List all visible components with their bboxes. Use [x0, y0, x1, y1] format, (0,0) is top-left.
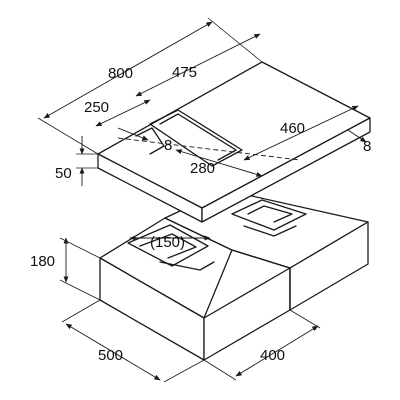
right-cabinet-cutout-slot [243, 225, 297, 237]
label-280: 280 [190, 160, 215, 177]
dim-475 [135, 33, 261, 97]
label-250: 250 [84, 99, 109, 116]
worktop [97, 61, 371, 223]
dimension-lines [37, 17, 367, 383]
right-cabinet-cutout-inner [247, 205, 293, 223]
dim-8-left [117, 127, 149, 141]
cabinet-divider [231, 249, 291, 269]
dim-460 [243, 105, 359, 161]
ext-400-right [289, 309, 321, 329]
ext-500-right [163, 359, 205, 383]
ext-800-left [37, 117, 99, 155]
label-180: 180 [30, 253, 55, 270]
ext-800-right [207, 17, 263, 63]
label-8-right: 8 [363, 138, 371, 155]
dim-280 [175, 149, 263, 177]
label-150: (150) [150, 234, 185, 251]
dim-500 [65, 323, 161, 381]
right-cabinet-cutout [231, 199, 307, 231]
label-800: 800 [108, 65, 133, 82]
dim-8-right [347, 129, 367, 143]
dim-250 [95, 99, 151, 127]
label-50: 50 [55, 165, 72, 182]
label-460: 460 [280, 120, 305, 137]
base-cabinets [99, 189, 369, 361]
dim-400 [235, 325, 319, 377]
dimension-labels: 800 475 250 8 460 8 50 280 (150) 180 500… [30, 64, 371, 364]
ext-400-left [203, 359, 237, 381]
left-cabinet-cutout [127, 224, 209, 267]
worktop-cutout-notch [135, 127, 165, 155]
label-475: 475 [172, 64, 197, 81]
left-cabinet-cutout-slot [159, 261, 215, 271]
ext-180-bottom [59, 279, 101, 301]
label-8-left: 8 [164, 137, 172, 154]
label-500: 500 [98, 347, 123, 364]
ext-500-left [61, 299, 101, 323]
label-400: 400 [260, 347, 285, 364]
